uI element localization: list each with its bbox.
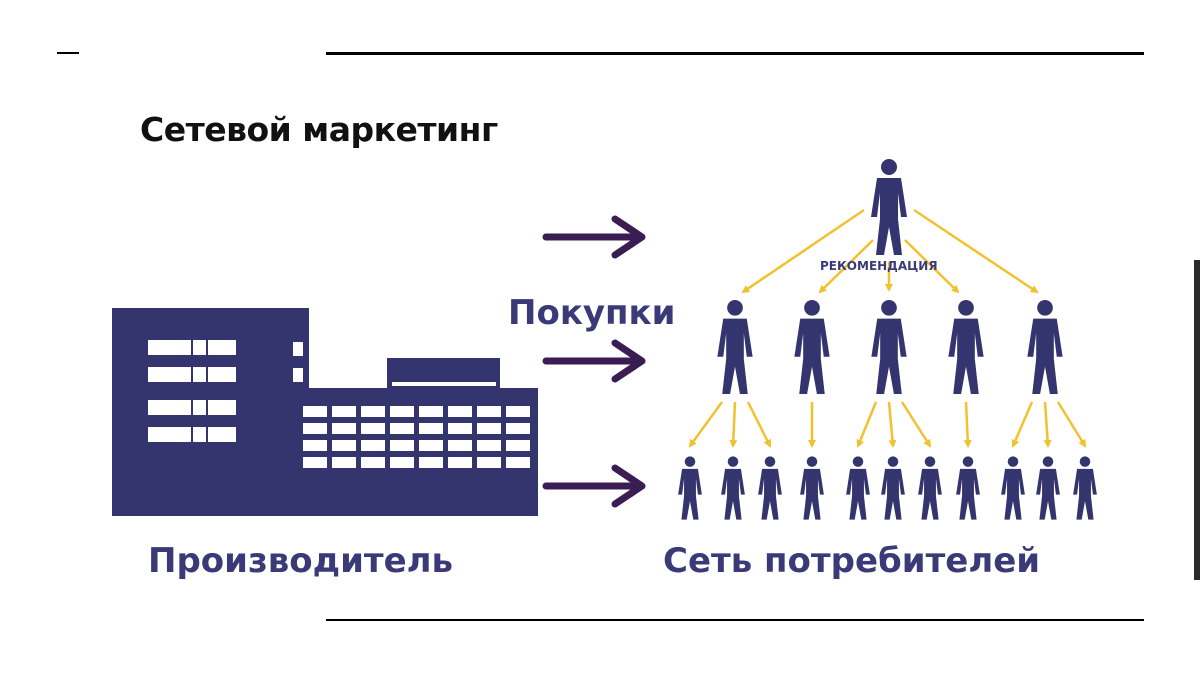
slide-title: Сетевой маркетинг (140, 110, 498, 149)
person-icon (678, 456, 702, 520)
person-icon (871, 299, 907, 395)
consumer-network-label: Сеть потребителей (663, 541, 1040, 581)
arrow-right-icon (542, 339, 646, 383)
person-icon (721, 456, 745, 520)
recommendation-label: РЕКОМЕНДАЦИЯ (820, 259, 938, 273)
person-icon (948, 299, 984, 395)
person-icon (1001, 456, 1025, 520)
person-icon (846, 456, 870, 520)
bottom-rule (326, 619, 1144, 621)
person-icon (717, 299, 753, 395)
person-icon (758, 456, 782, 520)
arrow-right-icon (542, 464, 646, 508)
person-icon (881, 456, 905, 520)
purchase-arrows (542, 215, 646, 508)
building-icon (112, 308, 538, 516)
corner-dash (57, 52, 79, 54)
person-icon (794, 299, 830, 395)
consumer-network (678, 159, 1097, 520)
person-icon (871, 159, 907, 255)
person-icon (1073, 456, 1097, 520)
person-icon (1036, 456, 1060, 520)
person-icon (1027, 299, 1063, 395)
manufacturer-label: Производитель (148, 541, 453, 581)
edge-strip (1194, 260, 1200, 580)
top-rule (326, 52, 1144, 55)
person-icon (918, 456, 942, 520)
purchases-label: Покупки (508, 293, 675, 333)
person-icon (956, 456, 980, 520)
recommendation-arrows (688, 208, 1087, 448)
arrow-right-icon (542, 215, 646, 259)
person-icon (800, 456, 824, 520)
